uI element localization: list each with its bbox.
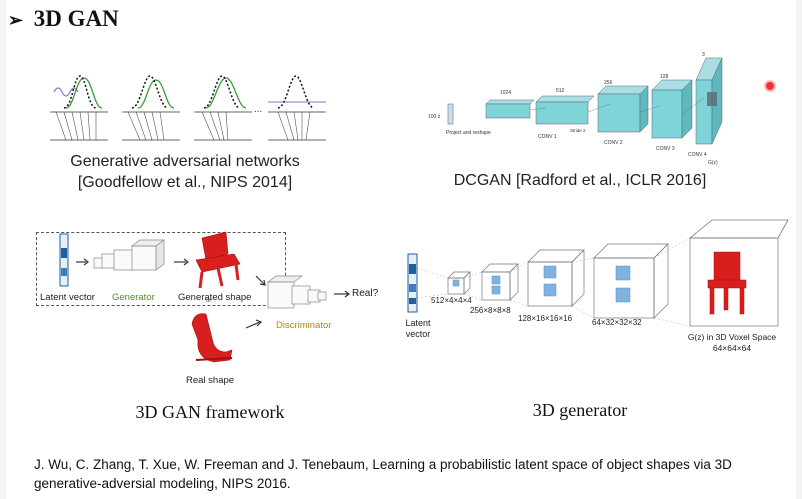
generator-latent-line2: vector [405,329,431,339]
gan-panel-2 [122,75,180,141]
slide-title: ➢ 3D GAN [8,6,119,32]
framework-diagram: or [59,231,350,363]
voxel-chair-icon [707,251,747,315]
framework-real-shape-label: Real shape [186,375,235,386]
svg-text:...: ... [254,104,262,115]
gan-panel-1 [50,75,108,141]
gan-curves-figure: ... [50,75,326,141]
reference-text: J. Wu, C. Zhang, T. Xue, W. Freeman and … [34,457,732,491]
dcgan-conv-1: CONV 1 [538,134,557,140]
generator-layer-3: 128×16×16×16 [518,314,573,323]
dcgan-stride-1: Stride 2 [570,128,586,133]
dcgan-project-label: Project and reshape [446,130,491,136]
gan-panel-3 [194,75,252,141]
generator-caption: 3D generator [532,400,628,420]
gan-panel-4 [268,75,326,141]
generator-output-line2: 64×64×64 [712,343,752,353]
gan-caption: Generative adversarial networks [Goodfel… [40,151,330,193]
framework-generated-label: Generated shape [178,292,252,303]
generator-layer-1: 512×4×4×4 [431,296,472,305]
generator-latent-label: Latent vector [398,318,438,340]
dcgan-size-5: 3 [702,52,705,58]
framework-caption: 3D GAN framework [135,402,285,422]
generator-output-line1: G(z) in 3D Voxel Space [687,332,777,342]
generator-layer-2: 256×8×8×8 [470,306,511,315]
right-edge [796,0,802,499]
left-edge [0,0,6,499]
dcgan-size-3: 256 [604,80,613,86]
dcgan-caption: DCGAN [Radford et al., ICLR 2016] [453,172,707,189]
generated-chair-icon [195,231,241,289]
dcgan-size-1: 1024 [500,90,511,96]
dcgan-input-label: 100 z [428,114,441,120]
gan-caption-line1: Generative adversarial networks [70,153,300,170]
framework-latent-label: Latent vector [40,292,95,303]
dcgan-size-4: 128 [660,74,669,80]
framework-discriminator-label: Discriminator [276,320,332,331]
title-text: 3D GAN [33,6,119,31]
framework-real-question: Real? [352,288,379,299]
gan-caption-line2: [Goodfellow et al., NIPS 2014] [77,174,293,191]
generator-output-label: G(z) in 3D Voxel Space 64×64×64 [672,332,792,354]
dcgan-conv-3: CONV 3 [656,146,675,152]
generator-layer-4: 64×32×32×32 [592,318,642,327]
framework-generator-label: Generator [112,292,155,303]
framework-dashed-box [36,232,286,306]
bullet-arrow-icon: ➢ [8,10,24,30]
real-chair-icon [191,313,233,363]
dcgan-diagram: 100 z Project and reshape 1024 512 CONV … [428,52,723,166]
generator-diagram [407,219,789,327]
dcgan-output-label: G(z) [708,160,718,166]
framework-or: or [206,298,211,304]
dcgan-size-2: 512 [556,88,565,94]
generator-latent-line1: Latent [405,318,431,328]
dcgan-conv-2: CONV 2 [604,140,623,146]
dcgan-conv-4: CONV 4 [688,152,707,158]
laser-pointer-dot [766,82,774,90]
